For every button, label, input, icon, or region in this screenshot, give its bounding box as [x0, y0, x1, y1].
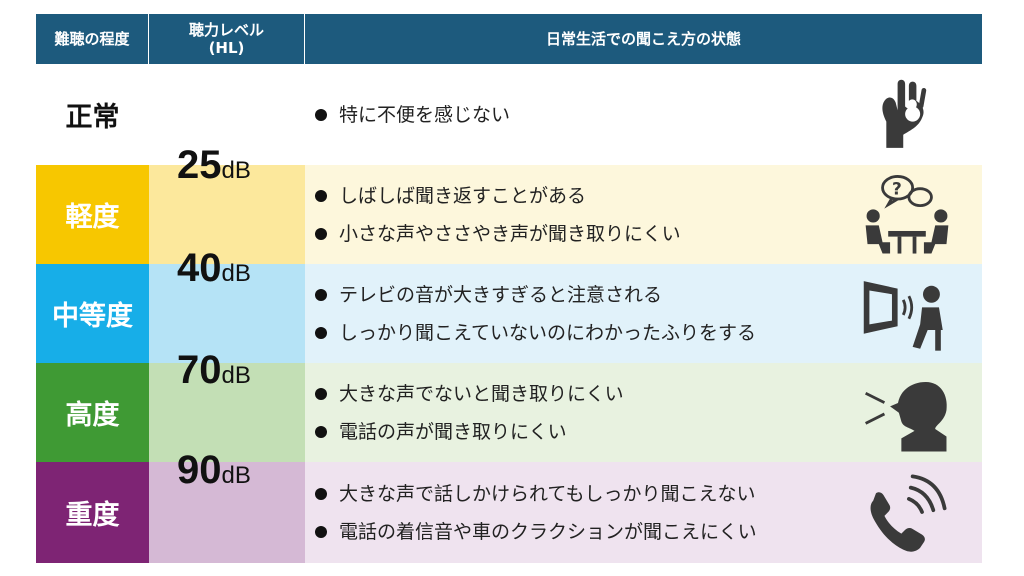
- description-list: テレビの音が大きすぎると注意される しっかり聞こえていないのにわかったふりをする: [315, 276, 756, 352]
- table-row-moderate: 中等度 テレビの音が大きすぎると注意される しっかり聞こえていないのにわかったふ…: [36, 264, 982, 363]
- threshold-90db: 90dB: [177, 450, 287, 490]
- list-item-text: テレビの音が大きすぎると注意される: [339, 283, 663, 306]
- threshold-unit: dB: [221, 157, 251, 184]
- list-item-text: 電話の着信音や車のクラクションが聞こえにくい: [339, 520, 757, 543]
- level-cell: [149, 462, 305, 563]
- bullet-icon: [315, 189, 327, 202]
- header-hearing-level: 聴力レベル (HL): [149, 14, 305, 64]
- grade-label: 軽度: [36, 165, 149, 264]
- phone-ringing-icon: [870, 473, 947, 552]
- list-item-text: 特に不便を感じない: [339, 103, 511, 126]
- header-daily-life: 日常生活での聞こえ方の状態: [545, 30, 741, 48]
- description-list: 大きな声で話しかけられてもしっかり聞こえない 電話の着信音や車のクラクションが聞…: [315, 475, 757, 551]
- header-hearing-level-line1: 聴力レベル: [188, 21, 264, 39]
- list-item: 電話の着信音や車のクラクションが聞こえにくい: [315, 513, 757, 551]
- table-row-profound: 重度 大きな声で話しかけられてもしっかり聞こえない 電話の着信音や車のクラクショ…: [36, 462, 982, 563]
- bullet-icon: [315, 288, 327, 301]
- list-item-text: 小さな声やささやき声が聞き取りにくい: [339, 222, 681, 245]
- bullet-icon: [315, 108, 327, 121]
- threshold-value: 90: [177, 448, 222, 492]
- ok-hand-icon: [882, 79, 927, 148]
- bullet-icon: [315, 487, 327, 500]
- description-cell: 大きな声でないと聞き取りにくい 電話の声が聞き取りにくい: [305, 363, 982, 462]
- list-item: 大きな声で話しかけられてもしっかり聞こえない: [315, 475, 757, 513]
- threshold-value: 25: [177, 143, 222, 187]
- grade-label: 正常: [65, 102, 120, 133]
- bullet-icon: [315, 227, 327, 240]
- threshold-unit: dB: [221, 362, 251, 389]
- description-cell: 大きな声で話しかけられてもしっかり聞こえない 電話の着信音や車のクラクションが聞…: [305, 462, 982, 563]
- level-cell: [149, 363, 305, 462]
- description-list: 特に不便を感じない: [315, 96, 510, 134]
- list-item-text: 大きな声でないと聞き取りにくい: [339, 382, 624, 405]
- bullet-icon: [315, 387, 327, 400]
- header-hearing-level-line2: (HL): [208, 39, 245, 57]
- list-item: 大きな声でないと聞き取りにくい: [315, 375, 624, 413]
- threshold-25db: 25dB: [177, 145, 287, 185]
- threshold-value: 70: [177, 348, 222, 392]
- threshold-70db: 70dB: [177, 350, 287, 390]
- level-cell: [149, 264, 305, 363]
- bullet-icon: [315, 425, 327, 438]
- threshold-40db: 40dB: [177, 248, 287, 288]
- table-header: 難聴の程度 聴力レベル (HL) 日常生活での聞こえ方の状態: [36, 14, 982, 64]
- threshold-unit: dB: [221, 462, 251, 489]
- header-degree: 難聴の程度: [36, 14, 149, 64]
- list-item: 特に不便を感じない: [315, 96, 510, 134]
- list-item-text: しっかり聞こえていないのにわかったふりをする: [339, 321, 757, 344]
- list-item: テレビの音が大きすぎると注意される: [315, 276, 756, 314]
- list-item: しっかり聞こえていないのにわかったふりをする: [315, 314, 756, 352]
- description-list: しばしば聞き返すことがある 小さな声やささやき声が聞き取りにくい: [315, 177, 681, 253]
- grade-label: 高度: [36, 363, 149, 462]
- grade-label: 重度: [36, 462, 149, 563]
- description-list: 大きな声でないと聞き取りにくい 電話の声が聞き取りにくい: [315, 375, 624, 451]
- grade-label: 中等度: [36, 264, 149, 363]
- table-row-mild: 軽度 しばしば聞き返すことがある 小さな声やささやき声が聞き取りにくい ?: [36, 165, 982, 264]
- table-row-normal: 正常 特に不便を感じない: [36, 64, 982, 165]
- threshold-value: 40: [177, 246, 222, 290]
- conversation-question-icon: ?: [865, 174, 949, 254]
- list-item-text: 大きな声で話しかけられてもしっかり聞こえない: [339, 482, 756, 505]
- svg-text:?: ?: [892, 178, 902, 198]
- hearing-loss-table: 難聴の程度 聴力レベル (HL) 日常生活での聞こえ方の状態 正常 特に不便を感…: [36, 14, 982, 563]
- tv-viewer-icon: [863, 280, 943, 351]
- level-cell: [149, 165, 305, 264]
- bullet-icon: [315, 525, 327, 538]
- shouting-person-icon: [865, 381, 947, 452]
- threshold-unit: dB: [221, 260, 251, 287]
- list-item-text: 電話の声が聞き取りにくい: [339, 420, 567, 443]
- description-cell: 特に不便を感じない: [305, 64, 982, 165]
- description-cell: しばしば聞き返すことがある 小さな声やささやき声が聞き取りにくい: [305, 165, 982, 264]
- list-item: 小さな声やささやき声が聞き取りにくい: [315, 215, 681, 253]
- bullet-icon: [315, 326, 327, 339]
- table-row-severe: 高度 大きな声でないと聞き取りにくい 電話の声が聞き取りにくい: [36, 363, 982, 462]
- description-cell: テレビの音が大きすぎると注意される しっかり聞こえていないのにわかったふりをする: [305, 264, 982, 363]
- list-item-text: しばしば聞き返すことがある: [339, 184, 587, 207]
- list-item: 電話の声が聞き取りにくい: [315, 413, 624, 451]
- list-item: しばしば聞き返すことがある: [315, 177, 681, 215]
